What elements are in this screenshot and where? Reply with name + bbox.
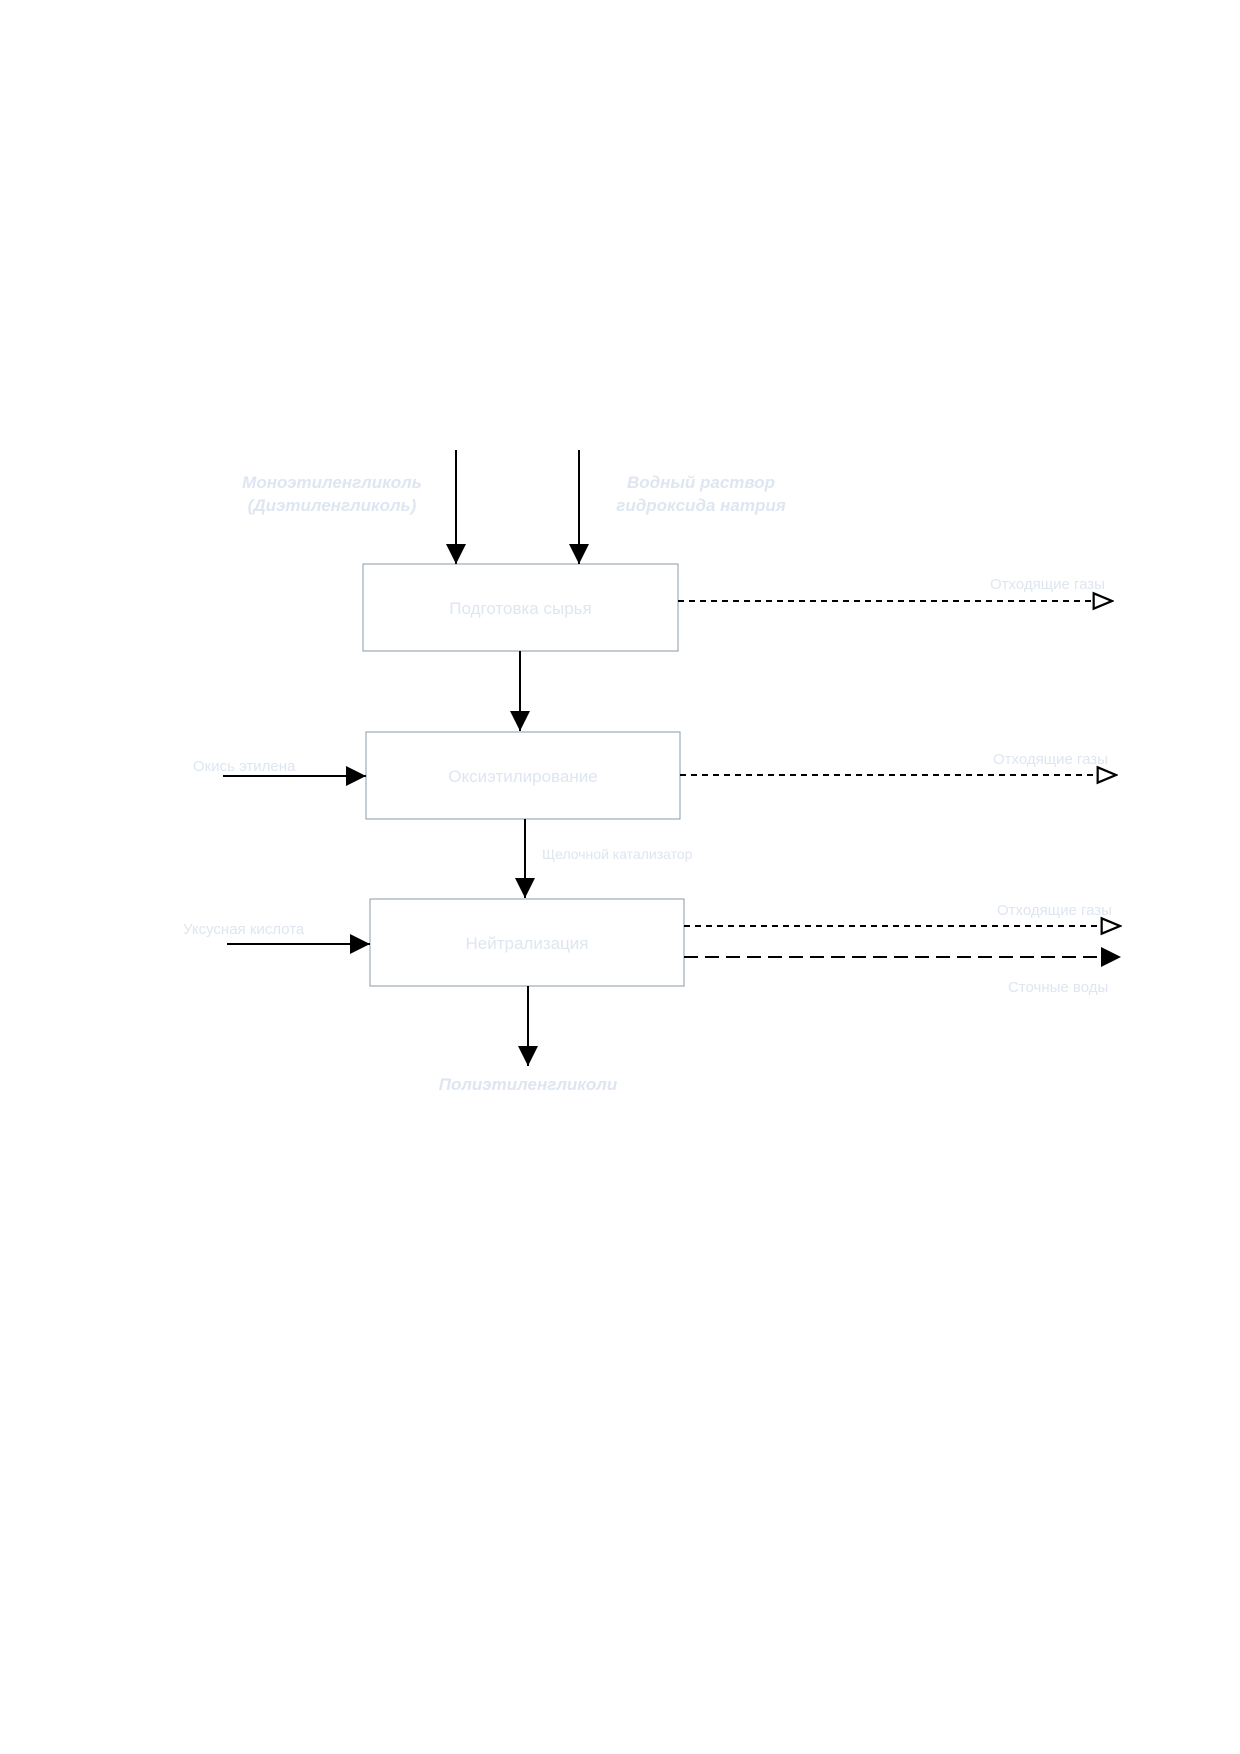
label-gas2: Отходящие газы — [993, 751, 1108, 768]
process-label-prep: Подготовка сырья — [449, 599, 592, 618]
label-naoh-line1: Водный раствор — [626, 473, 776, 492]
process-box-oxy — [365, 731, 681, 820]
process-box-prep — [362, 563, 679, 652]
process-label-oxy: Оксиэтилирование — [448, 767, 598, 786]
label-gas1: Отходящие газы — [990, 576, 1105, 593]
label-acetic-acid: Уксусная кислота — [183, 921, 305, 938]
label-ethylene-oxide: Окись этилена — [193, 758, 296, 775]
process-box-neutral — [369, 898, 685, 987]
label-mono-line2: (Диэтиленгликоль) — [247, 496, 417, 515]
label-gas3: Отходящие газы — [997, 902, 1112, 919]
label-wastewater: Сточные воды — [1008, 979, 1109, 996]
label-naoh-input: Водный раствор гидроксида натрия — [596, 471, 806, 517]
label-product: Полиэтиленгликоли — [438, 1075, 618, 1094]
label-mono-input: Моноэтиленгликоль (Диэтиленгликоль) — [222, 471, 442, 517]
label-mono-line1: Моноэтиленгликоль — [242, 473, 422, 492]
label-catalyst: Щелочной катализатор — [542, 846, 693, 862]
process-label-neutral: Нейтрализация — [465, 934, 589, 953]
label-naoh-line2: гидроксида натрия — [616, 496, 786, 515]
